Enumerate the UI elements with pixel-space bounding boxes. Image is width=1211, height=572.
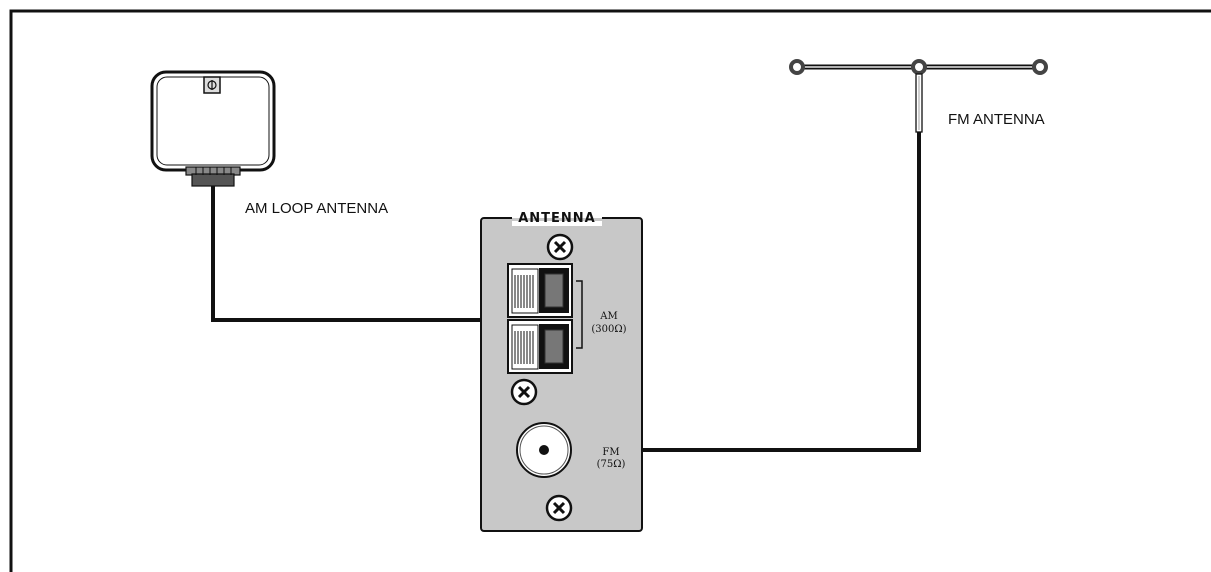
am-wire	[211, 186, 548, 322]
fm-antenna-label: FM ANTENNA	[948, 111, 1045, 128]
spring-terminal-icon	[507, 263, 573, 318]
outer-frame	[9, 9, 1211, 572]
screw-icon	[510, 378, 538, 406]
panel-title: ANTENNA	[518, 211, 596, 226]
antenna-terminal-panel: ANTENNA	[480, 210, 643, 532]
am-impedance-label: (300Ω)	[591, 324, 626, 335]
am-bracket	[576, 280, 583, 349]
am-loop-antenna	[150, 70, 276, 187]
fm-terminal-label: FM	[602, 447, 619, 458]
fm-impedance-label: (75Ω)	[597, 459, 626, 470]
screw-icon	[545, 494, 573, 522]
fm-wire	[545, 132, 921, 452]
screw-icon	[546, 233, 574, 261]
coax-jack-icon	[516, 422, 572, 478]
am-terminal-label: AM	[599, 311, 617, 322]
spring-terminal-icon	[507, 319, 573, 374]
dipole-antenna-icon	[789, 59, 1048, 133]
am-loop-antenna-label: AM LOOP ANTENNA	[245, 200, 388, 217]
